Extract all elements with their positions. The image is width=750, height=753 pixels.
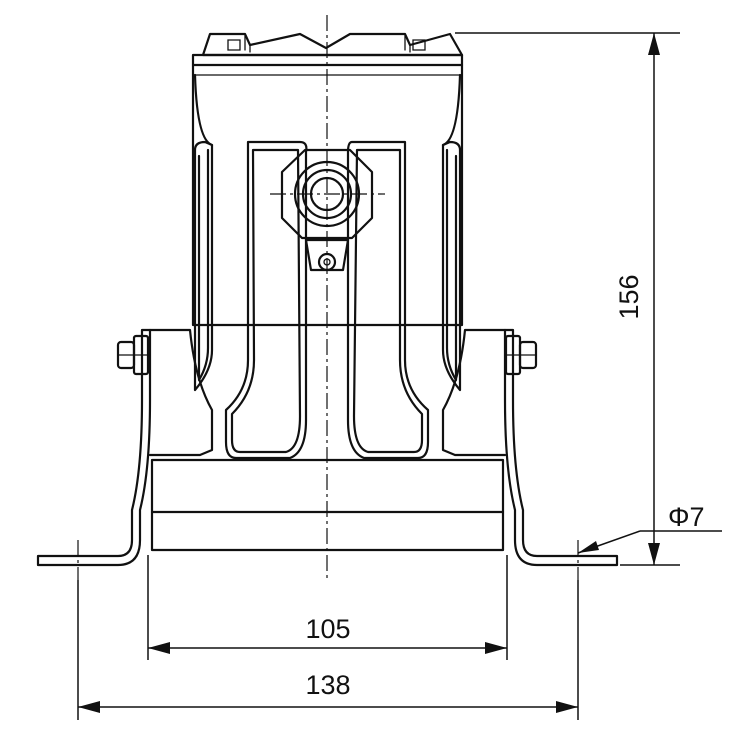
mounting-bracket — [36, 328, 619, 567]
dimension-outer-width: 138 — [77, 580, 579, 720]
dimension-height-label: 156 — [614, 274, 644, 319]
dimension-inner-width-label: 105 — [305, 614, 350, 644]
dimension-hole-label: Φ7 — [668, 502, 705, 532]
dimension-height: 156 — [455, 32, 680, 566]
dimension-inner-width: 105 — [147, 555, 508, 660]
dimension-outer-width-label: 138 — [305, 670, 350, 700]
center-lines — [77, 15, 579, 580]
top-cap — [201, 32, 464, 57]
dimension-hole: Φ7 — [577, 502, 722, 554]
lamp-housing — [191, 53, 464, 327]
cooling-fins — [193, 140, 462, 460]
side-bolts — [116, 334, 538, 376]
